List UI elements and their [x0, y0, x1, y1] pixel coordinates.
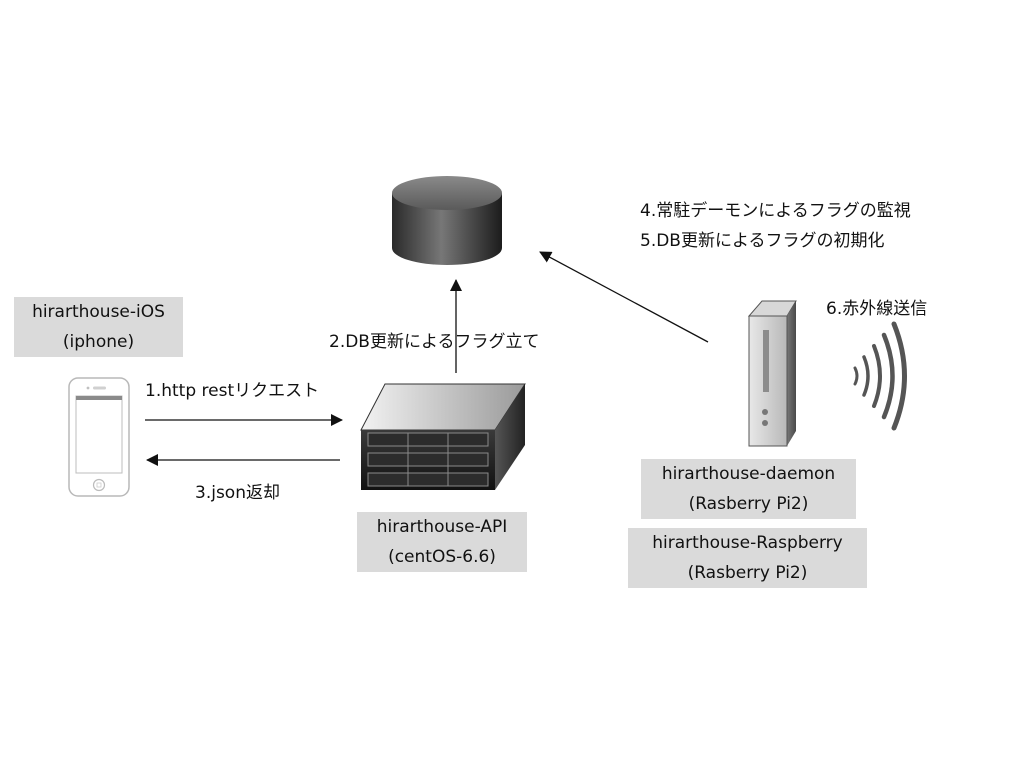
step-monitor-label: 4.常駐デーモンによるフラグの監視	[640, 201, 911, 221]
ios-label: hirarthouse-iOS (iphone)	[14, 297, 183, 357]
step-request-label: 1.http restリクエスト	[145, 381, 320, 401]
raspberry-label-name: hirarthouse-Raspberry	[652, 533, 843, 553]
api-label-platform: (centOS-6.6)	[388, 547, 496, 567]
database-icon	[392, 176, 502, 265]
server-icon	[360, 383, 526, 490]
smartphone-icon	[68, 377, 130, 497]
step-flag-reset-label: 5.DB更新によるフラグの初期化	[640, 231, 885, 251]
daemon-label-name: hirarthouse-daemon	[661, 464, 836, 484]
ios-label-platform: (iphone)	[62, 332, 135, 352]
api-label-name: hirarthouse-API	[376, 517, 508, 537]
raspberry-label-platform: (Rasberry Pi2)	[687, 563, 808, 583]
tower-pc-icon	[747, 300, 797, 447]
wireless-signal-icon	[853, 321, 907, 431]
arrow-monitor	[539, 251, 709, 343]
daemon-label: hirarthouse-daemon (Rasberry Pi2)	[641, 459, 856, 519]
ios-label-name: hirarthouse-iOS	[32, 302, 165, 322]
daemon-label-platform: (Rasberry Pi2)	[688, 494, 809, 514]
step-db-flag-set-label: 2.DB更新によるフラグ立て	[329, 332, 540, 352]
api-label: hirarthouse-API (centOS-6.6)	[357, 512, 527, 572]
step-json-return-label: 3.json返却	[195, 483, 280, 503]
step-ir-send-label: 6.赤外線送信	[826, 299, 928, 319]
raspberry-label: hirarthouse-Raspberry (Rasberry Pi2)	[628, 528, 867, 588]
